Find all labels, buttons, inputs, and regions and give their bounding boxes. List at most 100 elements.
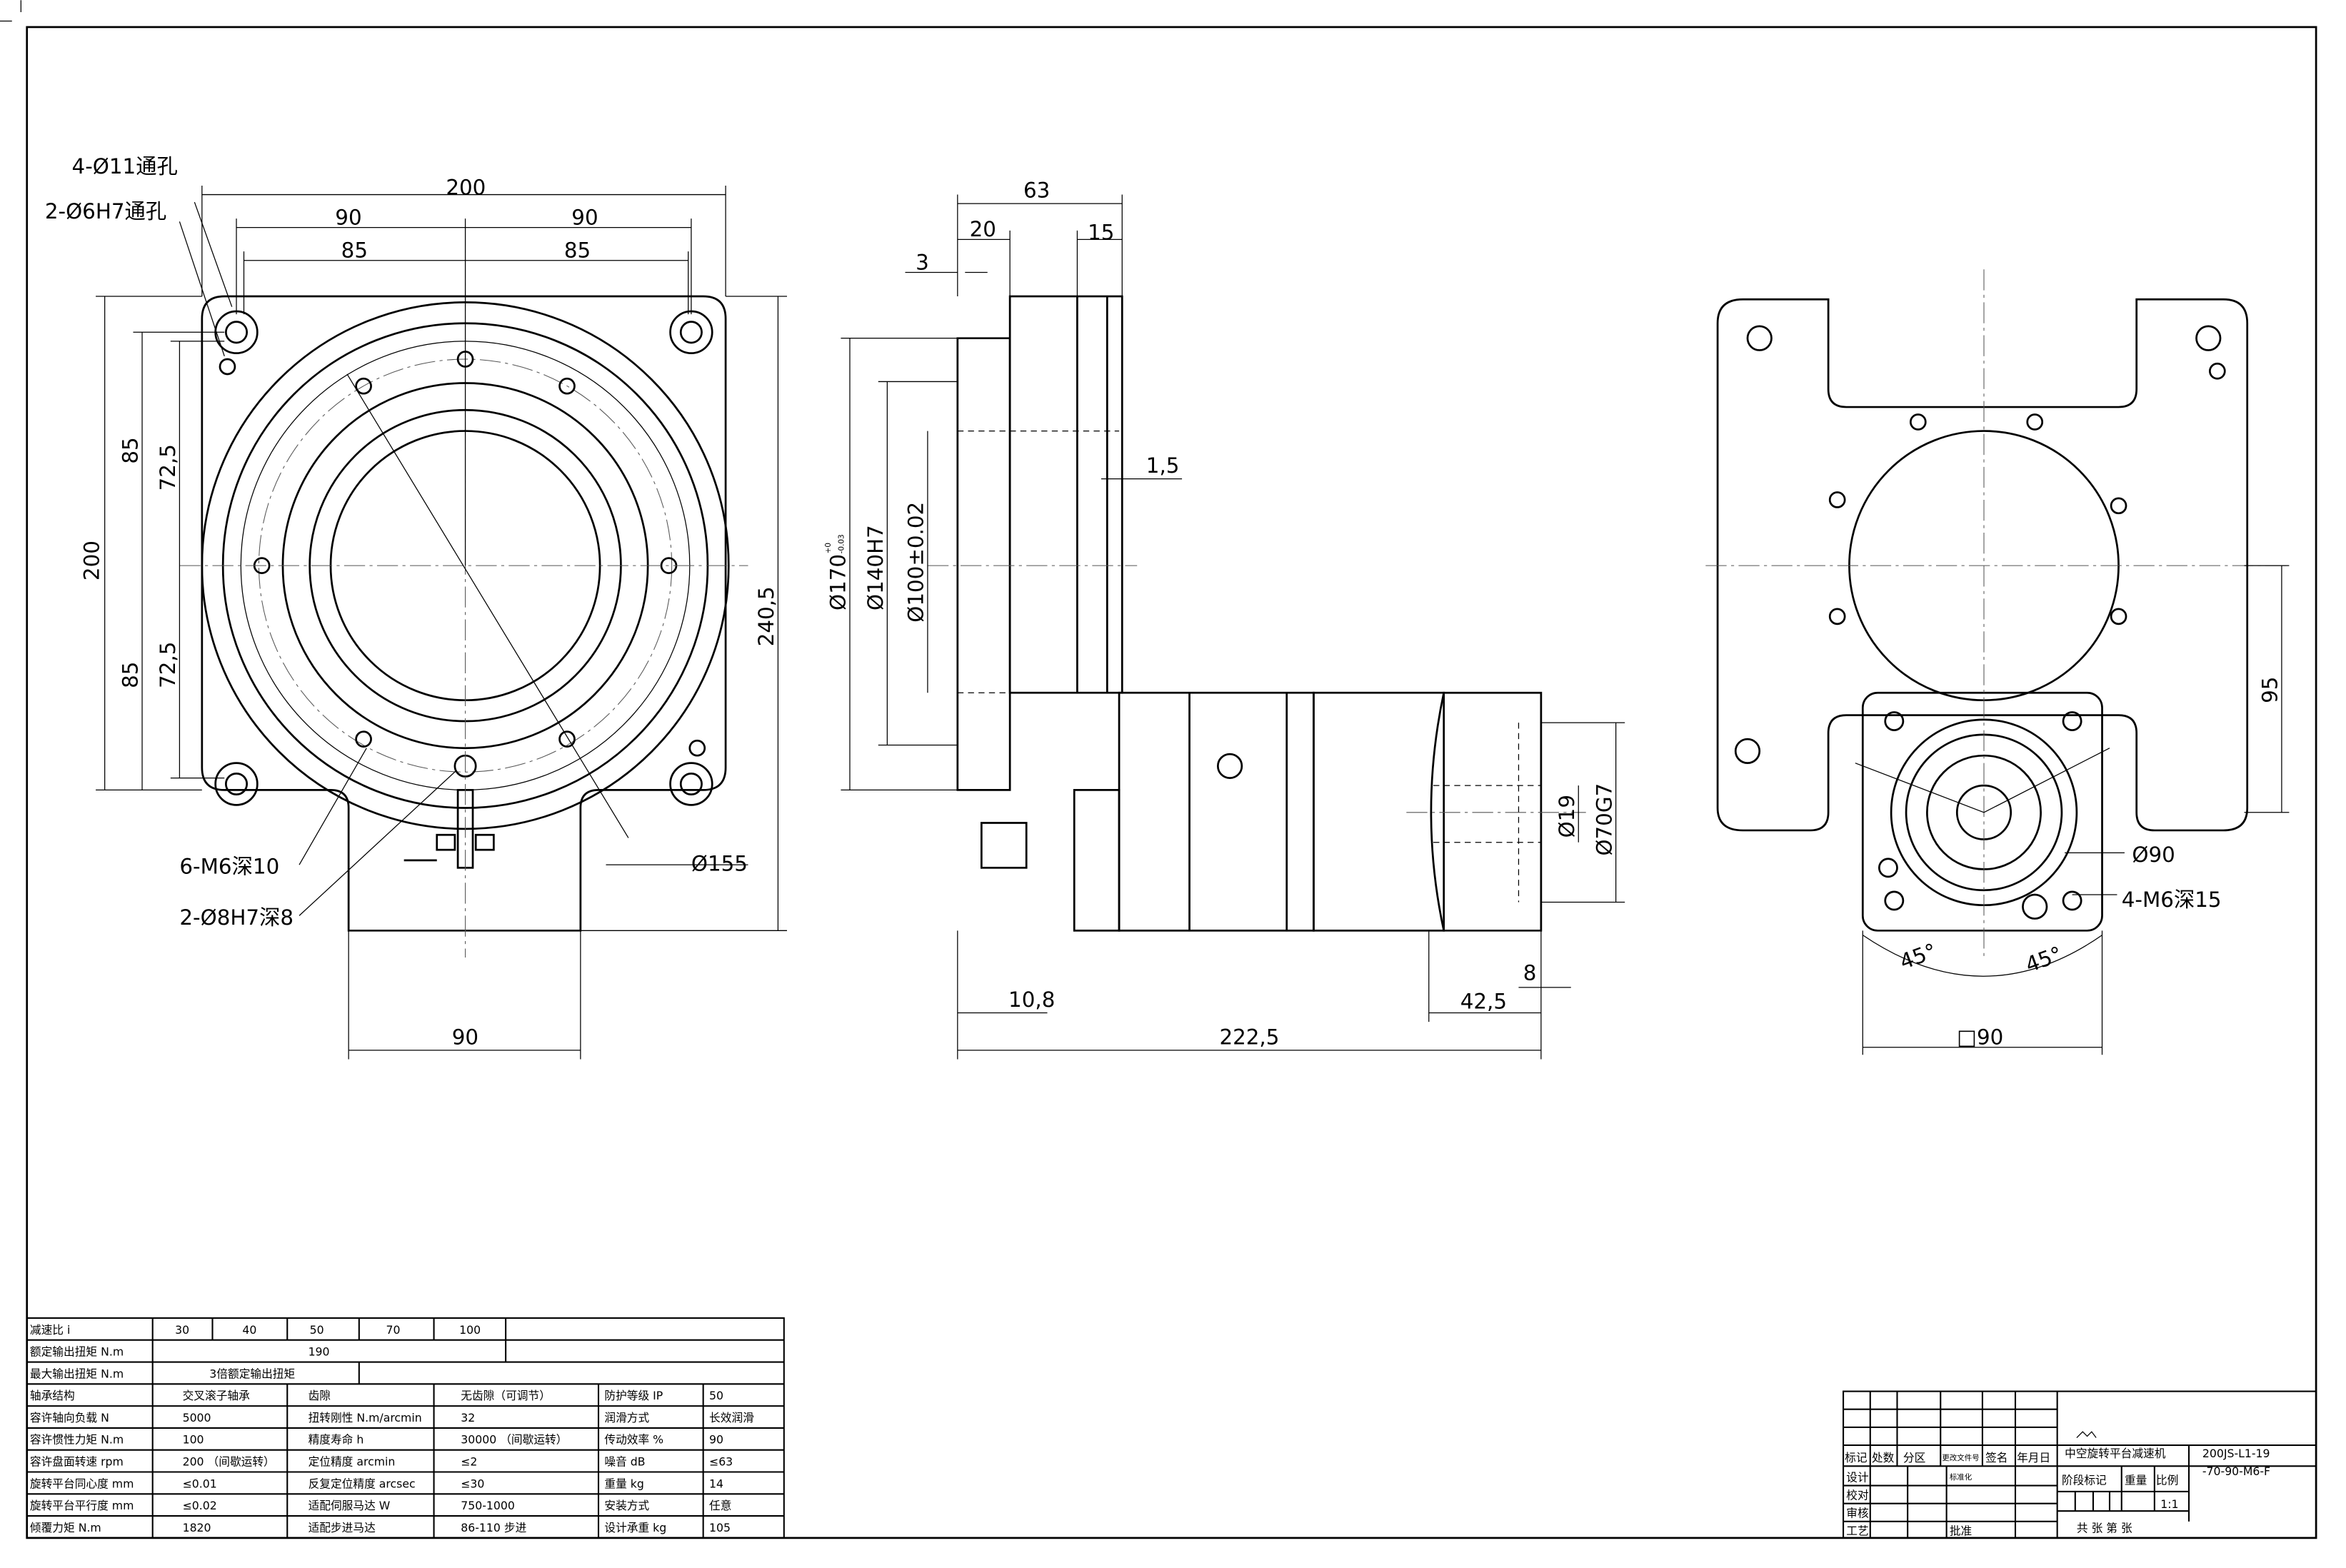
dim-dia-outer-tol-upper: +0 [824, 543, 833, 553]
header-change-doc: 更改文件号 [1942, 1453, 1979, 1462]
header-zone: 分区 [1903, 1451, 1925, 1464]
param-label: 轴承结构 [30, 1389, 75, 1402]
param-label: 扭转刚性 N.m/arcmin [309, 1411, 422, 1424]
dim-step: 1,5 [1146, 453, 1180, 478]
param-value: 交叉滚子轴承 [183, 1389, 251, 1402]
dim-top-length: 63 [1023, 179, 1050, 203]
param-value: 1820 [183, 1521, 211, 1534]
param-label: 防护等级 IP [604, 1389, 663, 1402]
dim-dia-center: Ø100±0.02 [904, 502, 928, 623]
param-value: ≤30 [461, 1477, 484, 1490]
header-signature: 签名 [1985, 1451, 2007, 1464]
dim-motor-step: 8 [1523, 960, 1537, 985]
product-name: 中空旋转平台减速机 [2065, 1447, 2166, 1460]
dim-lip: 3 [916, 250, 929, 274]
rated-torque-label: 额定输出扭矩 N.m [30, 1345, 124, 1358]
callout-m6-holes: 6-M6深10 [179, 855, 279, 879]
dim-left-lower: 85 [119, 662, 143, 688]
param-label: 精度寿命 h [309, 1433, 364, 1447]
scale-label: 比例 [2156, 1473, 2178, 1487]
param-value: ≤63 [709, 1454, 733, 1468]
dim-top-overall: 200 [446, 176, 486, 200]
param-value: ≤0.02 [183, 1499, 217, 1512]
spec-table: 减速比 i 30 40 50 70 100 额定输出扭矩 N.m 190 最大输… [26, 1317, 785, 1539]
dim-flange: 20 [970, 217, 996, 241]
param-value: 100 [183, 1433, 204, 1447]
dim-motor-length: 42,5 [1460, 989, 1507, 1013]
dim-left-lower-inner: 72,5 [156, 642, 180, 688]
approval-label: 批准 [1950, 1524, 1972, 1538]
callout-m6-holes-end: 4-M6深15 [2122, 888, 2222, 912]
param-value: ≤0.01 [183, 1477, 217, 1490]
param-label: 容许轴向负载 N [30, 1411, 109, 1424]
param-value: 750-1000 [461, 1499, 515, 1512]
param-value: ≤2 [461, 1454, 477, 1468]
role-review: 审核 [1846, 1507, 1869, 1520]
dim-top-right-inner: 85 [564, 238, 591, 263]
param-label: 适配步进马达 [309, 1521, 376, 1534]
callout-dowel-holes: 2-Ø6H7通孔 [45, 199, 166, 223]
param-value: 长效润滑 [709, 1411, 754, 1424]
side-view: 63 20 15 3 1,5 Ø170 +0 -0.03 Ø140H7 Ø100… [824, 179, 1625, 1060]
sheet-count: 共 张 第 张 [2077, 1522, 2132, 1535]
ratio-100: 100 [459, 1323, 481, 1337]
dim-left-overall: 200 [79, 541, 104, 581]
dim-top-left-inner: 85 [341, 238, 368, 263]
param-value: 50 [709, 1389, 723, 1402]
param-label: 传动效率 % [604, 1433, 663, 1447]
max-torque-value: 3倍额定输出扭矩 [209, 1367, 295, 1381]
dim-pcd: Ø90 [2132, 843, 2175, 867]
dim-dia-outer: Ø170 [826, 554, 851, 610]
dim-left-upper: 85 [119, 437, 143, 463]
dim-shaft: Ø19 [1555, 795, 1579, 838]
dim-right-height: 240,5 [754, 586, 778, 646]
dim-height: 95 [2258, 677, 2282, 703]
dim-angle-right: 45° [2022, 942, 2065, 978]
param-label: 旋转平台平行度 mm [30, 1499, 134, 1512]
ratio-70: 70 [386, 1323, 401, 1337]
dim-rear: 15 [1088, 220, 1114, 244]
max-torque-label: 最大输出扭矩 N.m [30, 1367, 124, 1381]
callout-dowel-holes-8: 2-Ø8H7深8 [179, 905, 294, 930]
param-label: 设计承重 kg [604, 1521, 666, 1534]
end-view: 95 Ø90 4-M6深15 45° 45° □90 [1705, 269, 2290, 1055]
param-value: 90 [709, 1433, 723, 1447]
param-value: 5000 [183, 1411, 211, 1424]
param-label: 容许惯性力矩 N.m [30, 1433, 124, 1447]
standardization-label: 标准化 [1950, 1472, 1972, 1482]
param-label: 适配伺服马达 W [309, 1499, 391, 1512]
weight-label: 重量 [2125, 1473, 2147, 1487]
role-check: 校对 [1846, 1488, 1869, 1502]
scale-value: 1:1 [2160, 1497, 2178, 1511]
dim-offset: 10,8 [1008, 987, 1055, 1012]
rated-torque-value: 190 [309, 1345, 330, 1358]
role-design: 设计 [1846, 1470, 1869, 1484]
ratio-30: 30 [175, 1323, 189, 1337]
dim-dia-outer-tol-lower: -0.03 [838, 534, 846, 553]
param-label: 容许盘面转速 rpm [30, 1454, 124, 1468]
drawing-number-line1: 200JS-L1-19 [2202, 1447, 2270, 1460]
role-process: 工艺 [1846, 1524, 1868, 1538]
ratio-40: 40 [242, 1323, 256, 1337]
dim-top-right: 90 [571, 205, 598, 229]
param-label: 反复定位精度 arcsec [309, 1477, 416, 1490]
param-label: 重量 kg [604, 1477, 643, 1490]
param-label: 倾覆力矩 N.m [30, 1521, 101, 1534]
param-label: 旋转平台同心度 mm [30, 1477, 134, 1490]
param-value: 200 （间歇运转） [183, 1454, 275, 1468]
callout-through-holes: 4-Ø11通孔 [72, 154, 178, 179]
param-value: 无齿隙（可调节） [461, 1389, 551, 1402]
header-mark: 标记 [1845, 1451, 1868, 1464]
param-value: 86-110 步进 [461, 1521, 526, 1534]
title-block: 标记 处数 分区 更改文件号 签名 年月日 设计 校对 审核 工艺 标准化 批准… [1843, 1390, 2317, 1539]
dim-spigot: Ø70G7 [1592, 783, 1616, 856]
dim-dia-bore: Ø140H7 [863, 525, 888, 610]
dim-bottom-tab: 90 [452, 1025, 478, 1050]
param-label: 齿隙 [309, 1389, 331, 1402]
header-date: 年月日 [2017, 1451, 2050, 1464]
dim-square: □90 [1957, 1025, 2003, 1050]
header-count: 处数 [1872, 1451, 1895, 1464]
param-value: 14 [709, 1477, 723, 1490]
param-value: 105 [709, 1521, 731, 1534]
